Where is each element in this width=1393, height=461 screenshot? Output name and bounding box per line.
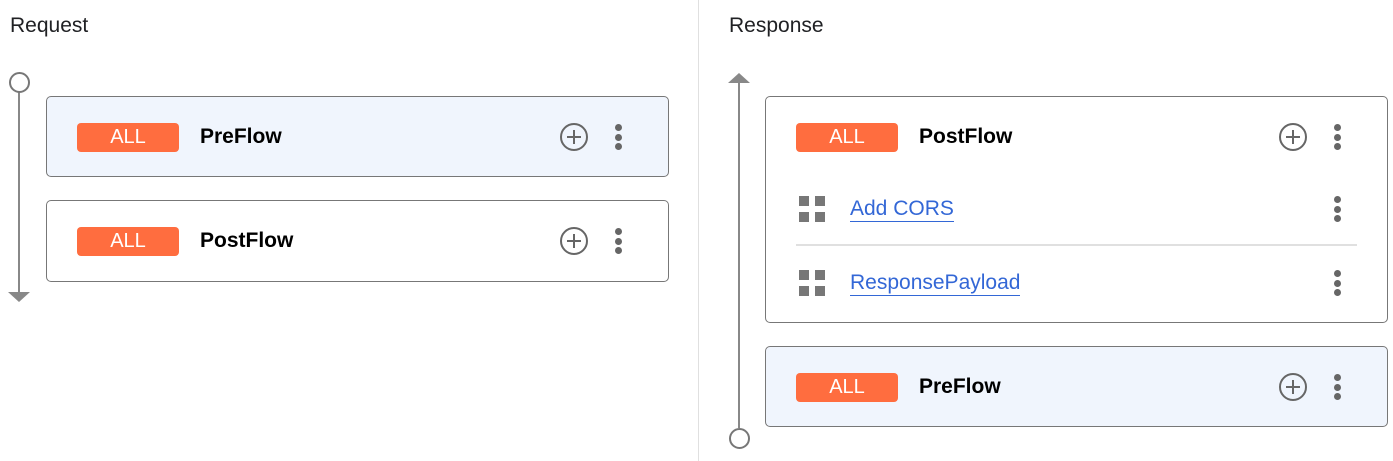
timeline-line (18, 92, 20, 292)
panel-divider (698, 0, 699, 461)
more-vert-icon[interactable] (1333, 374, 1341, 400)
policy-link[interactable]: Add CORS (850, 196, 954, 222)
more-vert-icon[interactable] (1333, 196, 1341, 222)
add-step-icon[interactable] (1279, 373, 1307, 401)
flow-name: PostFlow (919, 125, 1013, 148)
add-step-icon[interactable] (560, 123, 588, 151)
method-badge: ALL (796, 122, 898, 152)
request-title: Request (10, 14, 89, 37)
timeline-start-icon (729, 428, 750, 449)
response-title: Response (729, 14, 824, 37)
method-badge: ALL (77, 226, 179, 256)
policy-icon (799, 196, 825, 222)
response-preflow-card[interactable]: ALL PreFlow (765, 346, 1388, 427)
add-step-icon[interactable] (1279, 123, 1307, 151)
flow-name: PreFlow (200, 125, 282, 148)
policy-step[interactable]: Add CORS (766, 189, 1387, 229)
more-vert-icon[interactable] (1333, 270, 1341, 296)
arrow-up-icon (728, 73, 750, 83)
policy-icon (799, 270, 825, 296)
request-preflow-card[interactable]: ALL PreFlow (46, 96, 669, 177)
timeline-start-icon (9, 72, 30, 93)
more-vert-icon[interactable] (614, 124, 622, 150)
response-postflow-card[interactable]: ALL PostFlow Add CORS ResponsePayload (765, 96, 1388, 323)
more-vert-icon[interactable] (1333, 124, 1341, 150)
policy-link[interactable]: ResponsePayload (850, 270, 1021, 296)
timeline-line (738, 80, 740, 428)
step-divider (796, 244, 1357, 246)
arrow-down-icon (8, 292, 30, 302)
more-vert-icon[interactable] (614, 228, 622, 254)
method-badge: ALL (77, 122, 179, 152)
flow-name: PreFlow (919, 375, 1001, 398)
request-postflow-card[interactable]: ALL PostFlow (46, 200, 669, 282)
policy-step[interactable]: ResponsePayload (766, 263, 1387, 303)
flow-name: PostFlow (200, 229, 294, 252)
add-step-icon[interactable] (560, 227, 588, 255)
method-badge: ALL (796, 372, 898, 402)
